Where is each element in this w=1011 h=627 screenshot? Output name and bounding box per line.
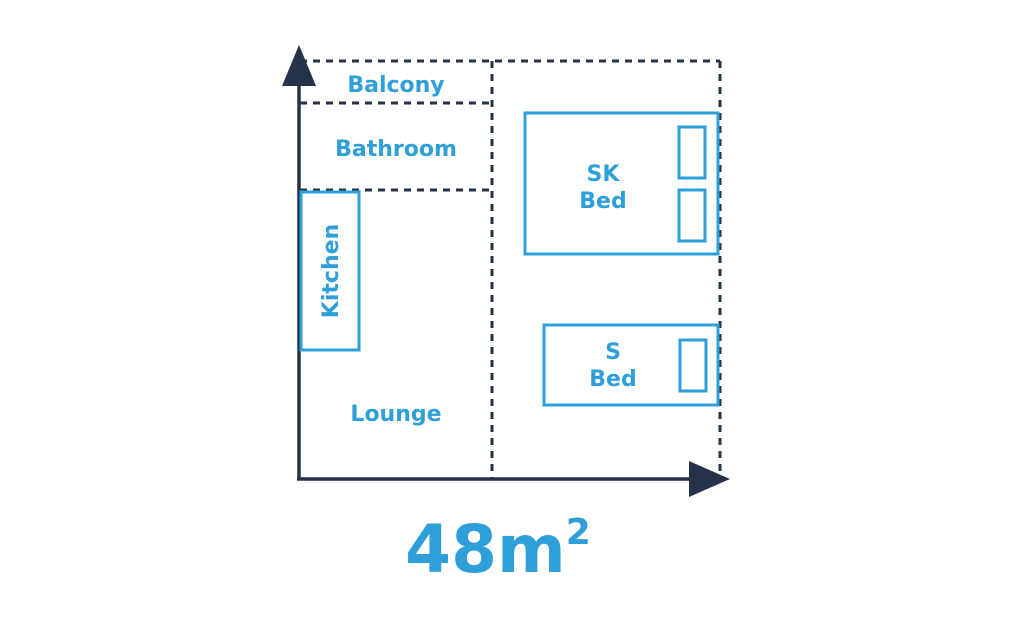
- sk-bed-pillow-bottom: [677, 188, 707, 243]
- s-bed-frame: [542, 323, 720, 407]
- s-bed: [542, 323, 720, 407]
- bathroom-label: Bathroom: [335, 137, 457, 162]
- total-area-superscript: 2: [566, 512, 591, 553]
- sk-bed-pillow-top: [677, 125, 707, 180]
- sk-bed-label-line1: SK: [587, 162, 621, 187]
- total-area-value: 48m: [405, 511, 566, 588]
- sk-bed-frame: [523, 111, 720, 256]
- room-boundaries: [300, 59, 722, 478]
- s-bed-label-line1: S: [605, 340, 621, 365]
- axes: [282, 45, 730, 497]
- y-axis-arrowhead: [282, 45, 316, 86]
- sk-bed-label-line2: Bed: [579, 189, 626, 214]
- total-area: 48m2: [405, 511, 591, 588]
- kitchen-label: Kitchen: [319, 224, 344, 318]
- x-axis-arrowhead: [689, 461, 730, 497]
- kitchen-counter: [299, 190, 361, 352]
- s-bed-label-line2: Bed: [589, 367, 636, 392]
- s-bed-pillow: [678, 338, 708, 393]
- lounge-label: Lounge: [350, 402, 441, 427]
- balcony-label: Balcony: [347, 73, 444, 98]
- sk-bed: [523, 111, 720, 256]
